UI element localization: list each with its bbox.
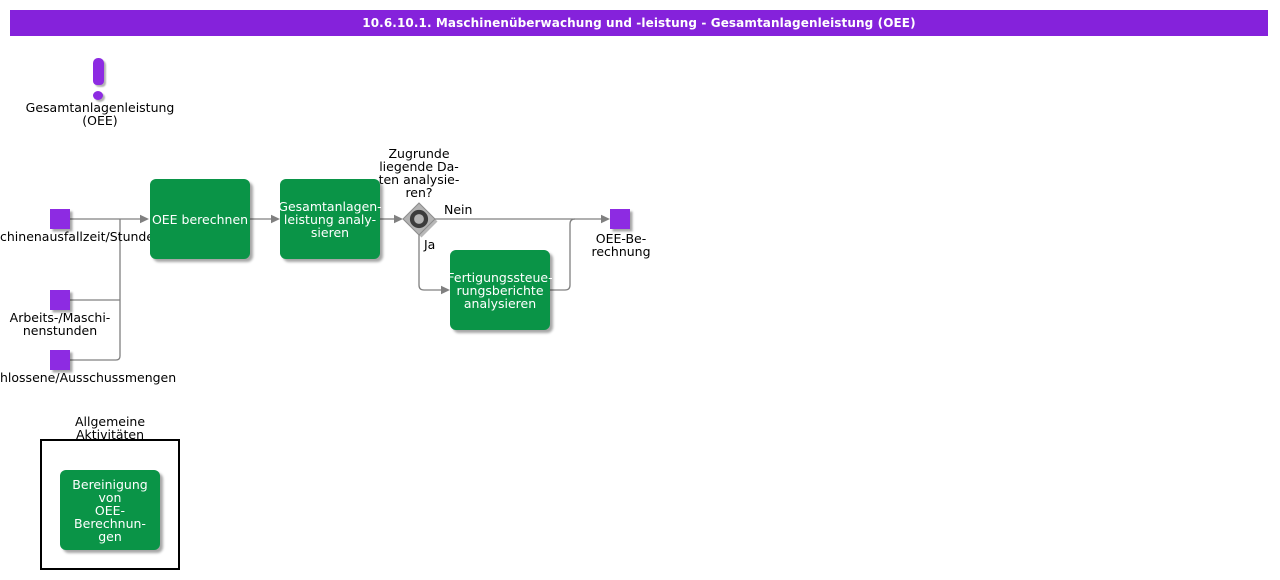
gateway-circle-icon (409, 209, 429, 229)
group-label: Allgemeine Aktivitäten (74, 414, 146, 442)
input-square-machine-downtime[interactable] (50, 209, 70, 229)
task-fertigungssteuerungsberichte-analysieren[interactable]: Fertigungssteue- rungsberichte analysier… (447, 250, 553, 330)
task-label: OEE berechnen (151, 211, 249, 227)
arrowhead (601, 214, 610, 224)
output-label-oee-berechnung: OEE-Be- rechnung (591, 231, 651, 259)
task-label: Gesamtanlagen- leistung analy- sieren (278, 198, 382, 240)
branch-label-nein: Nein (444, 202, 473, 217)
gateway-question-label: Zugrunde liegende Da- ten analysie- ren? (378, 146, 460, 200)
task-label: Fertigungssteue- rungsberichte analysier… (447, 269, 553, 311)
input-square-work-machine-hours[interactable] (50, 290, 70, 310)
branch-label-ja: Ja (424, 237, 436, 252)
task-bereinigung-oee-berechnungen[interactable]: Bereinigung von OEE-Berechnun- gen (60, 470, 160, 550)
arrowhead (394, 214, 403, 224)
arrowhead (140, 214, 149, 224)
task-label: Bereinigung von OEE-Berechnun- gen (72, 476, 148, 544)
decision-gateway[interactable] (402, 202, 438, 238)
exclamation-icon-dot (93, 91, 103, 100)
task-gesamtanlagenleistung-analysieren[interactable]: Gesamtanlagen- leistung analy- sieren (278, 179, 382, 259)
gateway-diamond[interactable] (402, 202, 436, 236)
input-label-completed-scrap: hlossene/Ausschussmengen (0, 370, 177, 385)
title-bar: 10.6.10.1. Maschinenüberwachung und -lei… (10, 10, 1268, 36)
input-label-work-machine-hours: Arbeits-/Maschi- nenstunden (9, 310, 111, 338)
output-square-oee-berechnung[interactable] (610, 209, 630, 229)
start-event-label: Gesamtanlagenleistung (OEE) (25, 100, 175, 128)
exclamation-icon-bar (93, 58, 104, 85)
diagram-title: 10.6.10.1. Maschinenüberwachung und -lei… (362, 16, 916, 30)
task-oee-berechnen[interactable]: OEE berechnen (150, 179, 250, 259)
input-square-completed-scrap[interactable] (50, 350, 70, 370)
